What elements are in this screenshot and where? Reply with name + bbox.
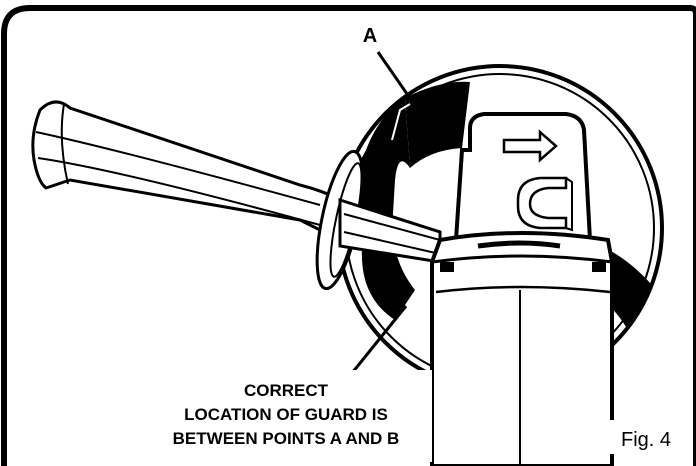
rotation-arrow-icon [502, 129, 558, 163]
caption-line-3: BETWEEN POINTS A AND B [173, 429, 400, 448]
side-handle [31, 100, 442, 291]
leader-line-a [376, 51, 416, 105]
caption-line-2: LOCATION OF GUARD IS [184, 405, 388, 424]
motor-housing [430, 231, 614, 466]
gear-head [453, 112, 593, 242]
caption-line-1: CORRECT [244, 381, 329, 400]
spindle-lock-button [516, 176, 568, 230]
figure-number: Fig. 4 [621, 429, 671, 451]
point-a-label: A [363, 25, 377, 47]
